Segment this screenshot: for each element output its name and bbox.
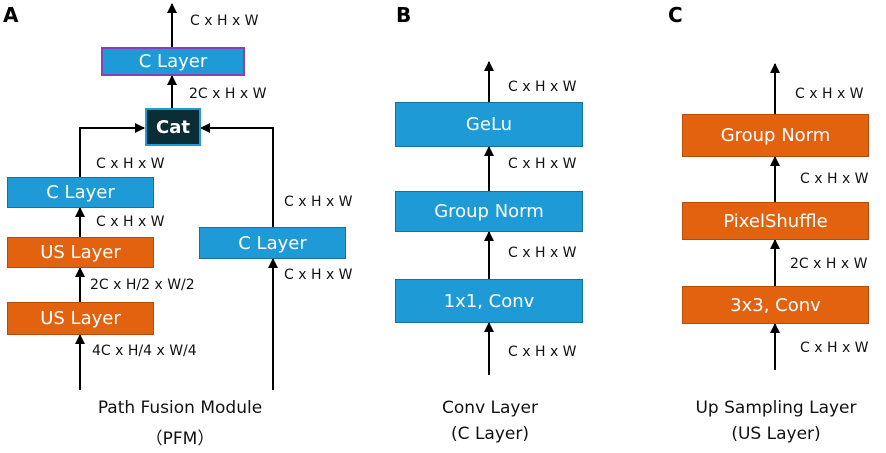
c-group-norm-box: Group Norm bbox=[682, 114, 869, 157]
b-caption-title: Conv Layer bbox=[442, 398, 538, 418]
a-caption-title: Path Fusion Module bbox=[97, 398, 263, 418]
panel-letter-b: B bbox=[396, 3, 412, 27]
c-caption-title: Up Sampling Layer bbox=[695, 398, 857, 418]
a-label-cat-out: 2C x H x W bbox=[189, 86, 267, 102]
b-label-in: C x H x W bbox=[508, 344, 577, 360]
b-label-conv-out: C x H x W bbox=[508, 245, 577, 261]
a-c-layer-left: C Layer bbox=[7, 177, 154, 208]
b-label-gn-out: C x H x W bbox=[508, 156, 577, 172]
a-label-us2-out: 2C x H/2 x W/2 bbox=[90, 277, 195, 293]
a-us-layer-2: US Layer bbox=[7, 302, 154, 335]
arrow-a-left-to-cat bbox=[79, 123, 145, 177]
panel-letter-c: C bbox=[668, 3, 683, 27]
c-label-out: C x H x W bbox=[795, 86, 864, 102]
panel-letter-a: A bbox=[3, 3, 19, 27]
a-label-us1-out: C x H x W bbox=[96, 214, 165, 230]
b-conv-box: 1x1, Conv bbox=[395, 279, 583, 323]
a-label-right-in: C x H x W bbox=[284, 267, 353, 283]
c-caption-subtitle: (US Layer) bbox=[731, 424, 821, 444]
c-conv-box: 3x3, Conv bbox=[682, 286, 869, 324]
a-label-out-top: C x H x W bbox=[190, 13, 259, 29]
a-label-right-c-out: C x H x W bbox=[284, 194, 353, 210]
a-label-left-c-out: C x H x W bbox=[96, 156, 165, 172]
a-c-layer-right: C Layer bbox=[199, 227, 346, 259]
b-caption-subtitle: (C Layer) bbox=[451, 424, 529, 444]
arrow-a-right-to-cat bbox=[200, 123, 274, 227]
c-label-conv-out: 2C x H x W bbox=[790, 256, 868, 272]
a-c-layer-top: C Layer bbox=[101, 47, 245, 76]
a-us-layer-1: US Layer bbox=[7, 237, 154, 268]
c-label-ps-out: C x H x W bbox=[800, 171, 869, 187]
b-label-out: C x H x W bbox=[508, 79, 577, 95]
a-caption-subtitle: （PFM） bbox=[145, 429, 215, 449]
a-label-left-in: 4C x H/4 x W/4 bbox=[92, 343, 197, 359]
b-group-norm-box: Group Norm bbox=[395, 191, 583, 232]
a-cat-box: Cat bbox=[145, 108, 201, 146]
c-pixelshuffle-box: PixelShuffle bbox=[682, 202, 869, 240]
b-gelu-box: GeLu bbox=[395, 102, 583, 147]
c-label-in: C x H x W bbox=[800, 340, 869, 356]
